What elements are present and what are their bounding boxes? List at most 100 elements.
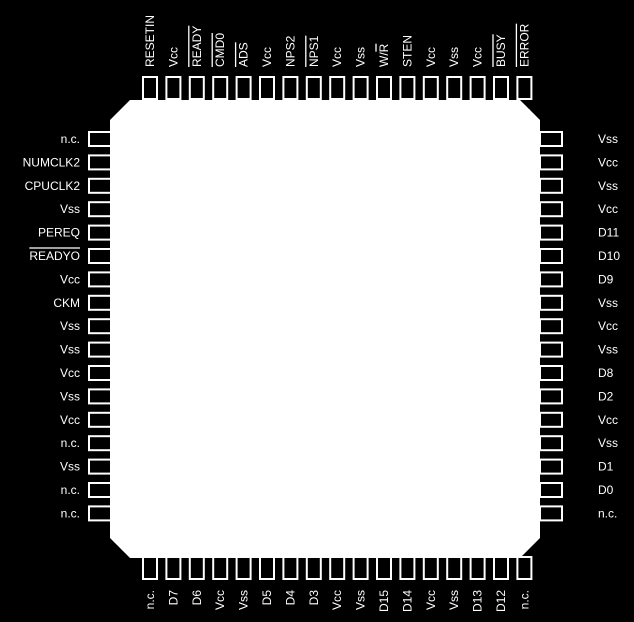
pin-label: Vcc xyxy=(260,47,274,67)
pin-label: D15 xyxy=(377,590,391,612)
pin-pad xyxy=(142,76,158,100)
pin-pad xyxy=(305,556,322,580)
pin-label: Vcc xyxy=(424,590,438,610)
pin-pad xyxy=(539,318,563,335)
pin-pad xyxy=(539,341,563,358)
pin-number: 44 xyxy=(307,107,321,121)
pin-number: 61 xyxy=(120,343,134,357)
pin-label: Vcc xyxy=(598,413,618,427)
pin-pad xyxy=(539,458,563,475)
pin-number: 31 xyxy=(518,202,532,216)
pin-label: D7 xyxy=(166,590,180,606)
pin-pad xyxy=(516,76,533,100)
pin-number: 63 xyxy=(120,389,134,403)
pin-number: 51 xyxy=(143,107,157,121)
pin-number: 11 xyxy=(378,538,391,552)
pin-label: Vcc xyxy=(213,590,227,610)
pin-pad xyxy=(329,556,346,580)
pin-label: NUMCLK2 xyxy=(23,155,81,169)
pin-label: ERROR xyxy=(517,23,531,67)
pin-number: 43 xyxy=(331,107,345,121)
pin-number: 22 xyxy=(518,413,532,427)
pin-label: n.c. xyxy=(143,590,157,609)
pin-number: 1 xyxy=(147,538,154,552)
pin-label: Vss xyxy=(447,47,461,67)
pin-pad xyxy=(422,76,439,100)
pin-pad xyxy=(88,201,112,218)
pin-right-22: 22 Vcc xyxy=(518,411,618,428)
pin-label: Vss xyxy=(60,389,80,403)
pin-number: 18 xyxy=(518,506,532,520)
pin-bottom-17: 17n.c. xyxy=(516,538,533,609)
pin-number: 21 xyxy=(518,436,532,450)
pin-pad xyxy=(516,556,533,580)
pin-pad xyxy=(212,556,229,580)
pin-label: D14 xyxy=(400,590,414,612)
pin-left-68: 68n.c. xyxy=(61,505,134,522)
pin-number: 33 xyxy=(518,155,532,169)
pin-number: 52 xyxy=(120,132,134,146)
pin-label: D1 xyxy=(598,460,614,474)
pin-label: Vcc xyxy=(330,47,344,67)
pin-number: 59 xyxy=(120,296,134,310)
pin-pad xyxy=(188,556,205,580)
pin-number: 41 xyxy=(377,107,391,121)
pin-number: 40 xyxy=(401,107,415,121)
pin-label: READY xyxy=(190,26,204,67)
pin-pad xyxy=(493,556,509,580)
pin-number: 64 xyxy=(120,413,134,427)
pin-pad xyxy=(88,482,112,498)
pin-number: 39 xyxy=(424,107,438,121)
pin-pad xyxy=(539,388,563,405)
pin-number: 25 xyxy=(518,343,532,357)
pin-label: D13 xyxy=(471,590,485,612)
pin-pad xyxy=(88,271,112,288)
pin-pad xyxy=(88,177,112,194)
pin-label: PEREQ xyxy=(38,226,80,240)
pin-pad xyxy=(305,76,322,100)
pin-number: 46 xyxy=(260,107,274,121)
pin-number: 28 xyxy=(518,272,532,286)
pin-left-67: 67n.c. xyxy=(61,482,134,498)
pin-number: 68 xyxy=(120,506,134,520)
pin-pad xyxy=(422,556,439,580)
pin-label: NPS2 xyxy=(283,35,297,67)
pin-label: CPUCLK2 xyxy=(25,179,81,193)
pin-bottom-8: 8D3 xyxy=(305,538,322,605)
pin-label: Vcc xyxy=(471,47,485,67)
pin-pad xyxy=(88,435,112,452)
pin-pad xyxy=(88,131,112,147)
pin-label: n.c. xyxy=(517,590,531,609)
pin-label: D9 xyxy=(598,272,614,286)
pin-pad xyxy=(259,556,275,580)
chip-package: PLCC xyxy=(305,333,370,360)
pin-number: 16 xyxy=(494,538,508,552)
pin-pad xyxy=(88,388,112,405)
pin-number: 19 xyxy=(518,483,532,497)
pin-number: 23 xyxy=(518,389,532,403)
pin-left-65: 65n.c. xyxy=(61,435,134,452)
pin-pad xyxy=(352,556,369,580)
